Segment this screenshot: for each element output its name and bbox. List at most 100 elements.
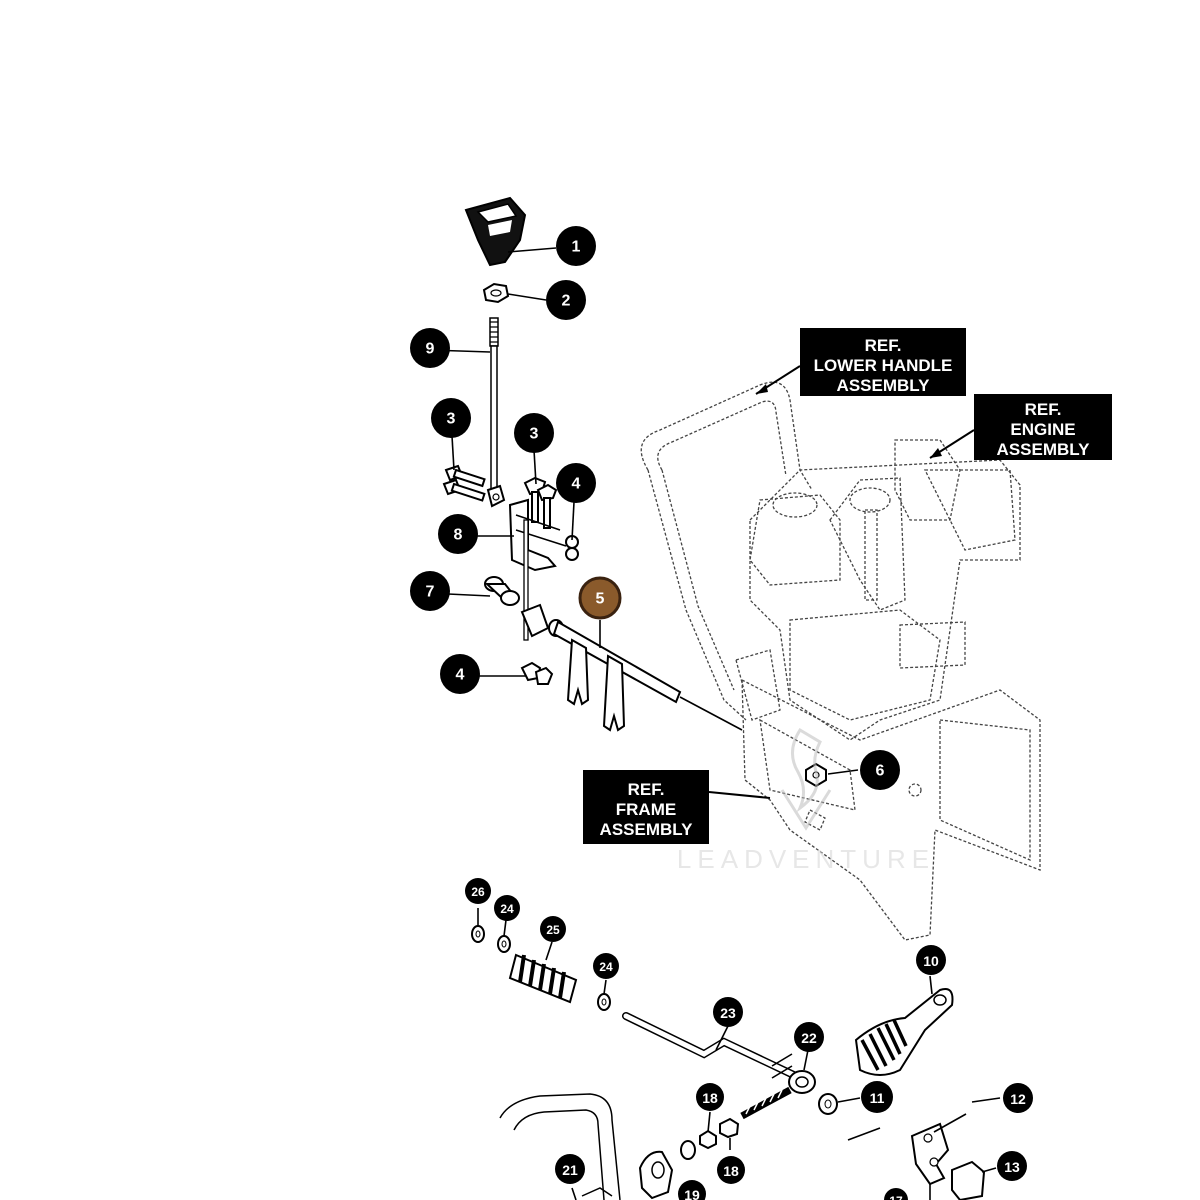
callout-circle — [593, 953, 619, 979]
callout-circle — [438, 514, 478, 554]
callout-26: 26 — [465, 878, 491, 904]
callout-number: 17 — [889, 1194, 903, 1200]
callout-number: 13 — [1004, 1159, 1020, 1175]
callout-circle — [410, 328, 450, 368]
callout-3: 3 — [431, 398, 471, 438]
callout-circle — [465, 878, 491, 904]
callout-circle — [1003, 1083, 1033, 1113]
callout-circle — [861, 1081, 893, 1113]
shift-rod — [486, 317, 506, 508]
callout-circle — [555, 1154, 585, 1184]
lower-nuts — [520, 661, 554, 685]
callout-25: 25 — [540, 916, 566, 942]
ref-engine-label: REF. ENGINE ASSEMBLY — [929, 394, 1112, 460]
callout-number: 24 — [500, 902, 514, 916]
callout-circle — [556, 226, 596, 266]
nuts-18 — [680, 1117, 740, 1160]
callout-layer: 1293348754626242524102322181112182119131… — [410, 226, 1033, 1200]
callout-number: 24 — [599, 960, 613, 974]
callout-1: 1 — [556, 226, 596, 266]
callout-13: 13 — [997, 1151, 1027, 1181]
callout-number: 3 — [447, 411, 456, 428]
callout-number: 2 — [562, 293, 571, 310]
callout-2: 2 — [546, 280, 586, 320]
callout-circle — [717, 1156, 745, 1184]
callout-circle — [494, 895, 520, 921]
svg-text:LOWER HANDLE: LOWER HANDLE — [814, 356, 953, 375]
ref-frame-label: REF. FRAME ASSEMBLY — [583, 770, 771, 844]
callout-number: 7 — [426, 584, 435, 601]
callout-4: 4 — [440, 654, 480, 694]
callout-circle — [546, 280, 586, 320]
svg-text:FRAME: FRAME — [616, 800, 676, 819]
washer-11 — [818, 1093, 838, 1115]
ref-lower-handle-label: REF. LOWER HANDLE ASSEMBLY — [755, 328, 966, 396]
lower-handle-outline — [640, 381, 813, 721]
engine-outline — [749, 439, 1021, 741]
callout-17: 17 — [884, 1188, 908, 1200]
shift-knob — [464, 196, 527, 267]
cam-19 — [638, 1150, 674, 1200]
callout-number: 26 — [471, 885, 485, 899]
callout-circle — [916, 945, 946, 975]
callout-number: 5 — [596, 591, 605, 608]
svg-text:LEADVENTURE: LEADVENTURE — [677, 844, 935, 874]
callout-18: 18 — [696, 1083, 724, 1111]
callout-22: 22 — [794, 1022, 824, 1052]
callout-number: 22 — [801, 1030, 817, 1046]
callout-circle — [678, 1180, 706, 1200]
callout-circle — [578, 576, 622, 620]
callout-5: 5 — [578, 576, 622, 620]
callout-number: 18 — [702, 1090, 718, 1106]
callout-4: 4 — [556, 463, 596, 503]
callout-3: 3 — [514, 413, 554, 453]
callout-9: 9 — [410, 328, 450, 368]
callout-18: 18 — [717, 1156, 745, 1184]
callout-number: 1 — [572, 239, 581, 256]
callout-number: 12 — [1010, 1091, 1026, 1107]
callout-number: 8 — [454, 527, 463, 544]
callout-number: 10 — [923, 953, 939, 969]
lower-frame-handle — [499, 1093, 621, 1200]
shift-shaft — [520, 603, 743, 732]
frame-outline — [741, 678, 1041, 941]
callout-number: 9 — [426, 341, 435, 358]
callout-circle — [860, 750, 900, 790]
callout-24: 24 — [494, 895, 520, 921]
svg-text:ASSEMBLY: ASSEMBLY — [997, 440, 1091, 459]
callout-circle — [794, 1022, 824, 1052]
bolts-right — [523, 476, 558, 529]
svg-text:REF.: REF. — [1025, 400, 1062, 419]
callout-circle — [431, 398, 471, 438]
callout-24: 24 — [593, 953, 619, 979]
watermark: LEADVENTURE — [677, 727, 935, 874]
callout-circle — [410, 571, 450, 611]
callout-circle — [713, 997, 743, 1027]
callout-number: 11 — [870, 1090, 885, 1106]
callout-10: 10 — [916, 945, 946, 975]
bolts-left — [442, 464, 486, 502]
callout-number: 23 — [720, 1005, 736, 1021]
leader-lines — [429, 247, 1001, 1200]
svg-text:ASSEMBLY: ASSEMBLY — [837, 376, 931, 395]
clevis-bracket — [847, 1113, 986, 1200]
callout-number: 25 — [546, 923, 560, 937]
shift-link-rod — [622, 1012, 804, 1082]
callout-21: 21 — [555, 1154, 585, 1184]
callout-number: 19 — [684, 1187, 700, 1200]
callout-circle — [556, 463, 596, 503]
hex-nut — [482, 282, 510, 304]
svg-text:ENGINE: ENGINE — [1010, 420, 1075, 439]
callout-circle — [540, 916, 566, 942]
callout-number: 6 — [876, 763, 885, 780]
svg-text:ASSEMBLY: ASSEMBLY — [600, 820, 694, 839]
eye-bolt — [740, 1070, 816, 1120]
callout-number: 4 — [456, 667, 465, 684]
svg-text:REF.: REF. — [865, 336, 902, 355]
callout-circle — [440, 654, 480, 694]
spring-10 — [854, 988, 954, 1076]
callout-11: 11 — [861, 1081, 893, 1113]
callout-number: 3 — [530, 426, 539, 443]
bushing — [484, 576, 520, 606]
